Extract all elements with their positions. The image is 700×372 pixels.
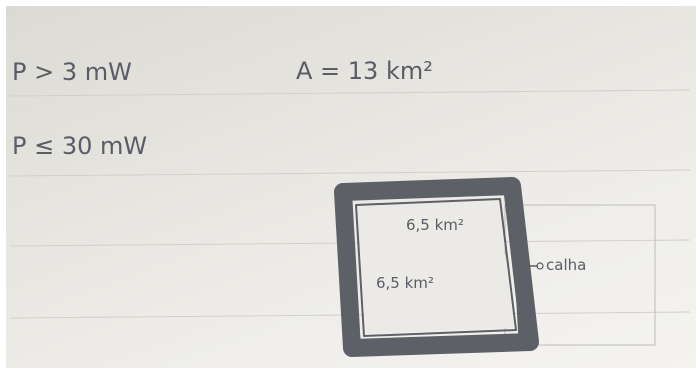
gutter-label: calha [546, 256, 586, 274]
gutter-line [510, 198, 522, 342]
power-min-text: P > 3 mW [12, 58, 132, 86]
area-equation-text: A = 13 km² [296, 57, 433, 85]
inner-area-label: 6,5 km² [376, 274, 434, 292]
square-drawing [334, 177, 656, 357]
square-frame [334, 177, 539, 357]
square-interior [358, 201, 514, 334]
power-max-text: P ≤ 30 mW [12, 132, 147, 160]
top-area-label: 6,5 km² [406, 216, 464, 234]
square-inner-edge [355, 198, 517, 337]
gutter-pointer-dot [536, 262, 544, 270]
